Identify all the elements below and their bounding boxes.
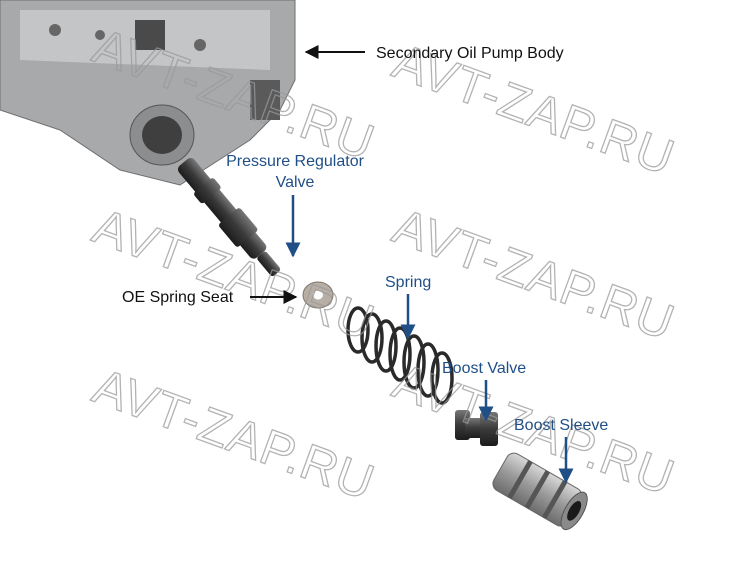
oe-spring-seat-part (302, 281, 334, 309)
label-boost-sleeve: Boost Sleeve (514, 417, 608, 484)
label-text: Secondary Oil Pump Body (376, 45, 564, 62)
label-secondary-oil-pump-body: Secondary Oil Pump Body (304, 45, 564, 62)
label-text: Spring (385, 274, 431, 291)
label-text: Boost Valve (442, 360, 526, 377)
label-oe-spring-seat: OE Spring Seat (122, 289, 298, 306)
label-text: OE Spring Seat (122, 289, 234, 306)
pressure-regulator-valve-part (177, 157, 281, 277)
watermarks: AVT-ZAP.RU AVT-ZAP.RU AVT-ZAP.RU AVT-ZAP… (86, 17, 683, 512)
label-boost-valve: Boost Valve (442, 360, 526, 422)
label-pressure-regulator-valve: Pressure Regulator Valve (226, 153, 365, 258)
label-text: Valve (276, 174, 315, 191)
label-text: Boost Sleeve (514, 417, 608, 434)
label-spring: Spring (385, 274, 431, 340)
spring-part (346, 306, 454, 405)
label-text: Pressure Regulator (226, 153, 365, 170)
boost-valve-part (455, 410, 498, 446)
secondary-oil-pump-body (0, 0, 296, 186)
svg-text:AVT-ZAP.RU: AVT-ZAP.RU (86, 358, 382, 511)
boost-sleeve-part (492, 452, 588, 531)
